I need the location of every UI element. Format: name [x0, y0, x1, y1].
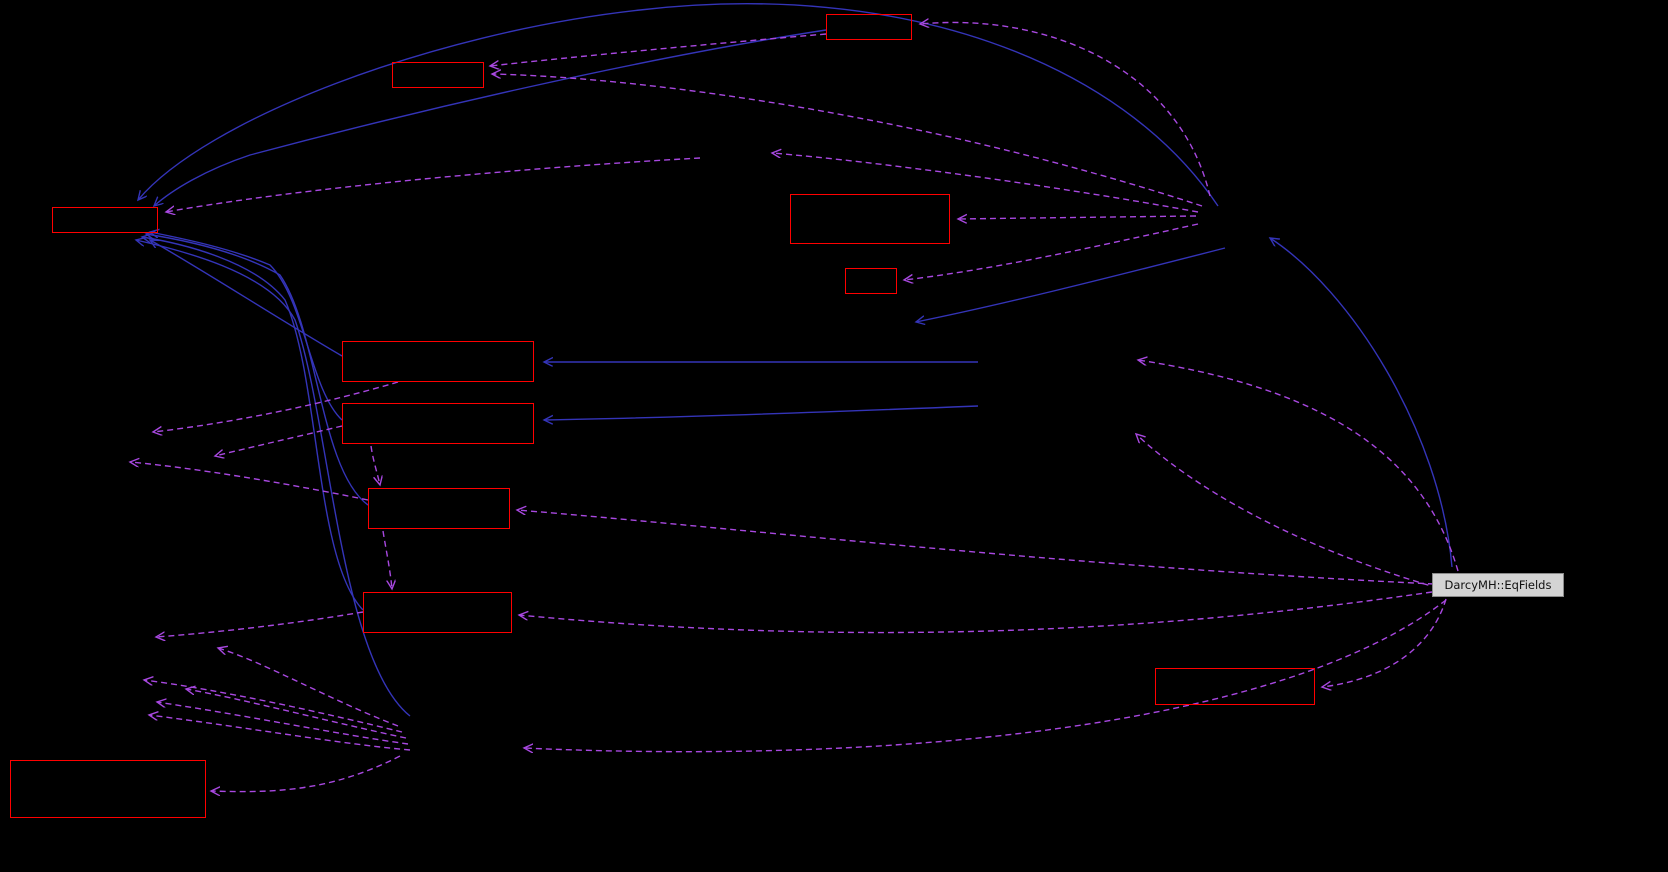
solid-edge [1270, 238, 1453, 568]
dashed-edge [382, 530, 392, 589]
graph-node-left[interactable] [52, 207, 158, 233]
dashed-edge [1138, 360, 1459, 572]
solid-edge [150, 232, 343, 421]
dashed-edge [157, 702, 409, 745]
dashed-edge [904, 223, 1199, 280]
solid-edge [142, 237, 364, 611]
dashed-edge [156, 611, 364, 637]
solid-edge [150, 240, 343, 357]
dashed-edge [149, 715, 411, 751]
graph-node-small-mid[interactable] [845, 268, 897, 294]
dashed-edge [1136, 434, 1439, 589]
dashed-edge [218, 648, 399, 727]
dashed-edge [130, 462, 369, 501]
graph-node-upper-left[interactable] [392, 62, 484, 88]
dashed-edge [524, 599, 1447, 752]
dashed-edge [166, 157, 701, 212]
graph-node-top[interactable] [826, 14, 912, 40]
graph-node-middle-3[interactable] [368, 488, 510, 529]
dashed-edge [1322, 598, 1447, 687]
dashed-edge [519, 591, 1433, 634]
solid-edge [916, 247, 1226, 322]
dashed-edge [492, 74, 1203, 207]
solid-edge [154, 29, 827, 206]
solid-edge [146, 234, 369, 506]
dashed-edge [144, 680, 403, 733]
dashed-edge [958, 216, 1197, 219]
graph-node-eqfields[interactable]: DarcyMH::EqFields [1432, 573, 1564, 597]
graph-node-bottom-left[interactable] [10, 760, 206, 818]
solid-edge [138, 3, 1219, 207]
graph-node-middle-4[interactable] [363, 592, 512, 633]
dashed-edge [517, 510, 1435, 585]
graph-node-mid-right[interactable] [790, 194, 950, 244]
dashed-edge [215, 425, 343, 456]
dashed-edge [211, 755, 401, 792]
dashed-edge [490, 33, 827, 66]
solid-edge [136, 240, 411, 717]
node-label: DarcyMH::EqFields [1444, 577, 1552, 592]
dashed-edge [920, 22, 1211, 197]
dashed-edge [772, 153, 1199, 213]
graph-node-middle-1[interactable] [342, 341, 534, 382]
dashed-edge [370, 445, 380, 485]
graph-node-lower-right[interactable] [1155, 668, 1315, 705]
dashed-edge [186, 689, 407, 739]
solid-edge [544, 405, 979, 420]
graph-node-middle-2[interactable] [342, 403, 534, 444]
